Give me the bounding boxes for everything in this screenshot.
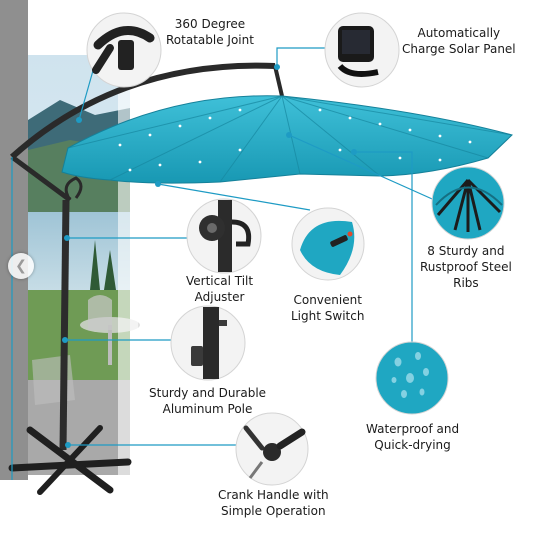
chevron-left-icon: ❮ xyxy=(15,258,27,274)
line-solar xyxy=(276,47,334,67)
gallery-prev-button[interactable]: ❮ xyxy=(8,253,34,279)
line-waterproof xyxy=(354,151,413,370)
label-crank-handle: Crank Handle with Simple Operation xyxy=(218,488,329,518)
crank xyxy=(64,176,83,201)
trees xyxy=(90,240,116,290)
table-leg xyxy=(108,325,112,365)
detail-aluminum-pole xyxy=(170,305,246,381)
label-solar-panel: Automatically Charge Solar Panel xyxy=(402,26,516,56)
led-lights xyxy=(118,108,472,172)
detail-tilt-adjuster xyxy=(186,198,262,274)
detail-steel-ribs xyxy=(431,166,505,240)
label-rotatable-joint: 360 Degree Rotatable Joint xyxy=(166,17,254,47)
detail-waterproof xyxy=(375,341,449,415)
line-switch xyxy=(157,183,311,211)
pole xyxy=(59,199,70,451)
base-bar-1 xyxy=(8,458,132,472)
base-bar-3 xyxy=(37,425,103,495)
label-tilt-adjuster: Vertical Tilt Adjuster xyxy=(186,274,254,304)
hanger xyxy=(273,65,284,97)
detail-light-switch xyxy=(291,207,365,281)
detail-crank-handle xyxy=(235,412,309,486)
label-steel-ribs: 8 Sturdy and Rustproof Steel Ribs xyxy=(420,244,512,290)
chair xyxy=(88,295,112,330)
label-light-switch: Convenient Light Switch xyxy=(291,293,365,323)
detail-rotatable-joint xyxy=(86,12,162,88)
label-waterproof: Waterproof and Quick-drying xyxy=(366,422,460,452)
wall xyxy=(0,0,28,480)
detail-solar-panel xyxy=(324,12,400,88)
label-aluminum-pole: Sturdy and Durable Aluminum Pole xyxy=(149,386,267,416)
arm-joint xyxy=(10,154,72,203)
